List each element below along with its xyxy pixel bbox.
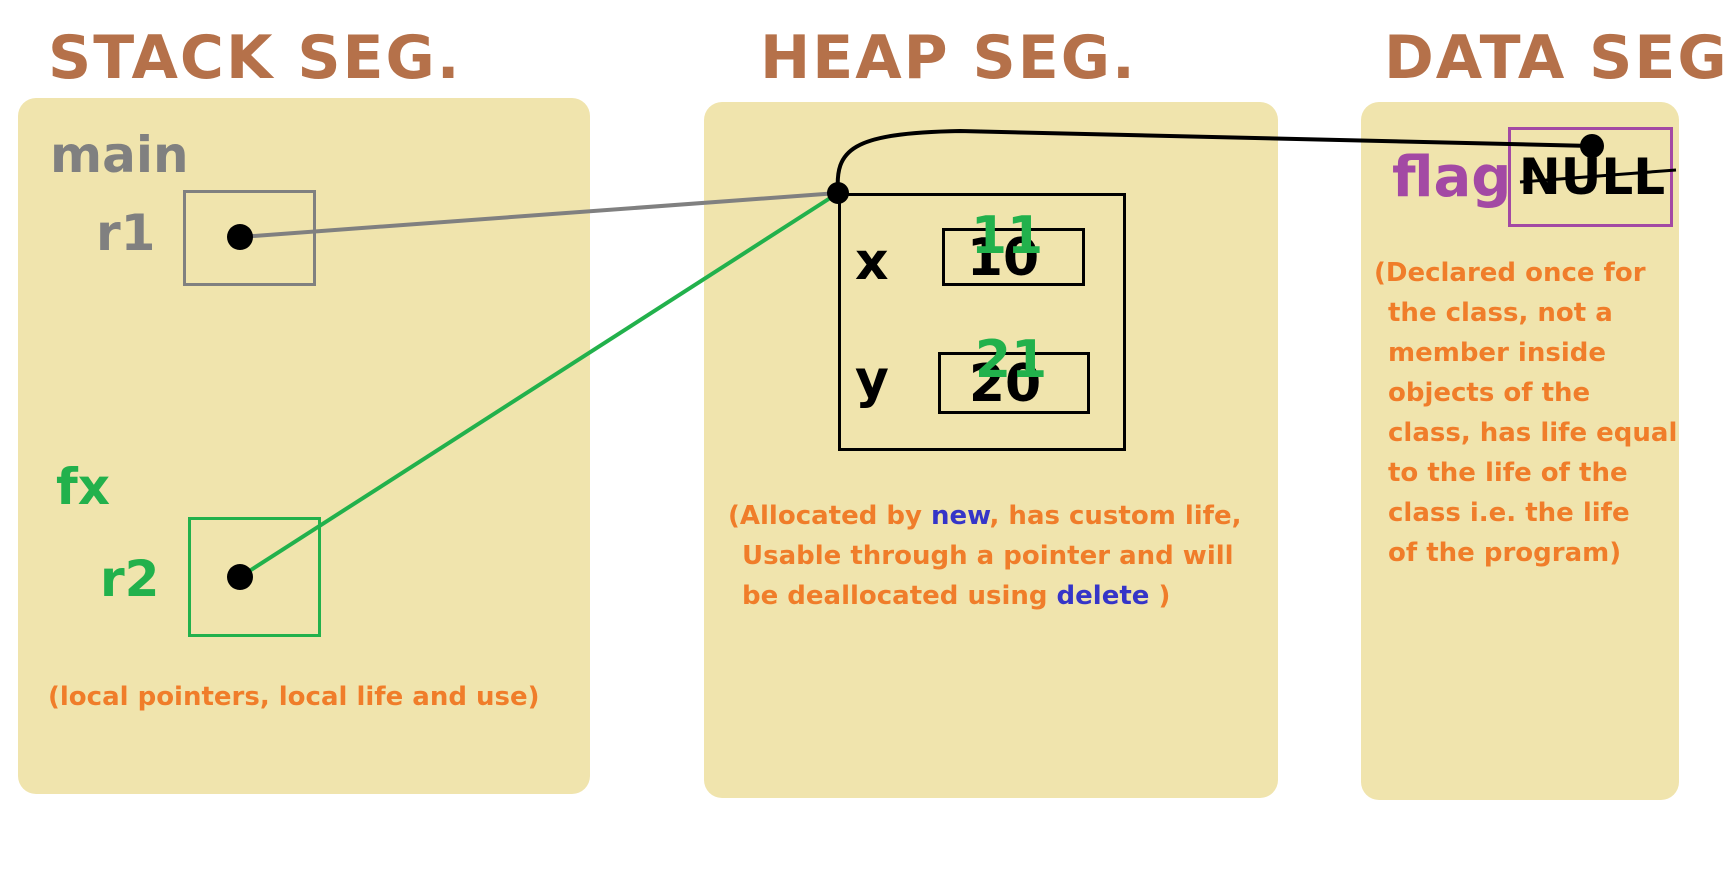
y-value-box: [938, 352, 1090, 414]
y-field-label: y: [855, 350, 889, 410]
r2-pointer-line: [238, 191, 840, 579]
r1-pointer-dot: [227, 224, 253, 250]
data-note-line: objects of the: [1388, 378, 1591, 408]
heap-note-text: (Allocated by: [728, 501, 931, 531]
data-note-line: of the program): [1388, 538, 1622, 568]
fx-scope-label: fx: [56, 458, 111, 516]
stack-note: (local pointers, local life and use): [48, 682, 540, 712]
new-keyword: new: [931, 501, 990, 531]
stack-segment-panel: [18, 98, 590, 794]
data-note-line: class i.e. the life: [1388, 498, 1630, 528]
r2-label: r2: [100, 550, 160, 608]
y-old-value: 20: [968, 354, 1042, 414]
heap-object-anchor-dot: [827, 182, 849, 204]
data-segment-heading: DATA SEG.: [1384, 23, 1734, 93]
null-strike-line: [1519, 168, 1677, 184]
heap-note-line1: (Allocated by new, has custom life,: [728, 496, 1242, 536]
x-value-box: [942, 228, 1085, 286]
heap-note-text: ): [1149, 581, 1171, 611]
heap-object-box: [838, 193, 1126, 451]
stack-segment-heading: STACK SEG.: [48, 23, 462, 93]
heap-segment-heading: HEAP SEG.: [760, 23, 1137, 93]
data-note-line: to the life of the: [1388, 458, 1628, 488]
data-note-line: the class, not a: [1388, 298, 1613, 328]
delete-keyword: delete: [1056, 581, 1150, 611]
flag-label: flag: [1392, 145, 1512, 210]
heap-note-line3: be deallocated using delete ): [728, 576, 1242, 616]
data-note-line: class, has life equal: [1388, 418, 1678, 448]
data-note: (Declared once for the class, not a memb…: [1374, 253, 1677, 573]
y-new-value: 21: [974, 330, 1048, 390]
x-new-value: 11: [970, 206, 1044, 266]
flag-value-box: [1508, 127, 1673, 227]
r2-pointer-dot: [227, 564, 253, 590]
heap-note-line2: Usable through a pointer and will: [742, 541, 1234, 571]
r2-pointer-box: [188, 517, 321, 637]
heap-note-text: be deallocated using: [742, 581, 1057, 611]
x-field-label: x: [855, 232, 889, 292]
data-note-line: member inside: [1388, 338, 1606, 368]
data-segment-panel: [1361, 102, 1679, 800]
flag-pointer-dot: [1580, 134, 1604, 158]
x-old-value: 10: [966, 228, 1040, 288]
main-scope-label: main: [50, 126, 189, 184]
heap-note: (Allocated by new, has custom life, Usab…: [728, 496, 1242, 616]
data-note-line: (Declared once for: [1374, 258, 1646, 288]
flag-pointer-line: [835, 128, 1593, 194]
r1-label: r1: [96, 204, 156, 262]
r1-pointer-box: [183, 190, 316, 286]
r1-pointer-line: [239, 191, 839, 239]
heap-note-text: , has custom life,: [989, 501, 1242, 531]
